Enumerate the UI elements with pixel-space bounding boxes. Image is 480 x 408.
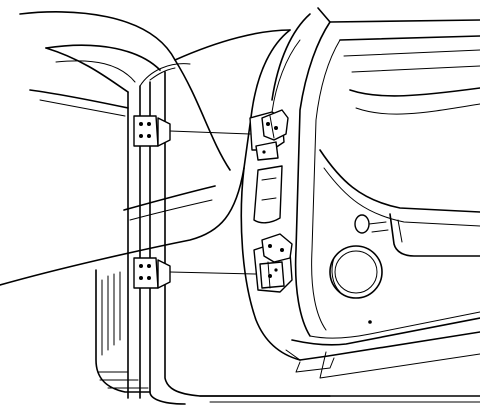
upper-body-hinge-mount xyxy=(133,115,171,147)
upper-door-hinge xyxy=(249,109,289,161)
door-speaker xyxy=(329,245,383,299)
body-pillar xyxy=(0,11,480,405)
lower-door-hinge xyxy=(253,233,293,293)
lower-body-hinge-mount xyxy=(133,257,171,289)
lower-leader-line xyxy=(169,271,257,275)
upper-leader-line xyxy=(169,130,251,135)
door-lock-knob xyxy=(354,214,389,234)
leader-lines xyxy=(169,130,257,275)
door-panel xyxy=(240,7,480,379)
